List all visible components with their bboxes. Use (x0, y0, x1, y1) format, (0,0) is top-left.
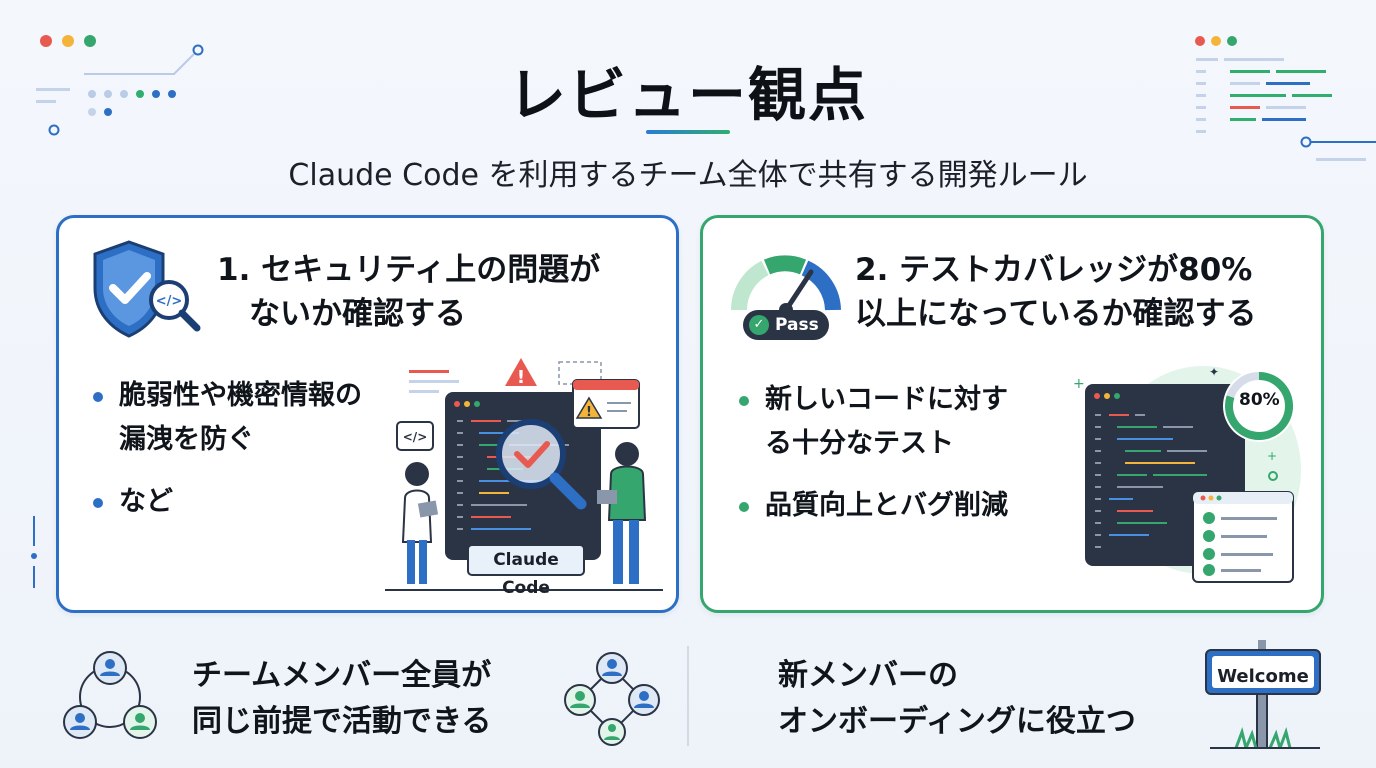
security-heading-line2: ないか確認する (249, 296, 466, 332)
window-dots-decoration-left (36, 35, 204, 136)
svg-text:+: + (1267, 449, 1277, 463)
footer-right-line2: オンボーディングに役立つ (778, 704, 1136, 739)
left-edge-decoration (31, 516, 37, 588)
coverage-heading-line1: 2. テストカバレッジが80% (855, 252, 1253, 288)
footer-divider (687, 646, 689, 746)
footer-left-line1: チームメンバー全員が (192, 658, 492, 693)
gauge-icon (731, 255, 841, 317)
bullet-dot (739, 502, 749, 512)
security-bullet-1: 脆弱性や機密情報の (119, 380, 362, 411)
page-title: レビュー観点 (507, 61, 868, 129)
security-card: </> 1. セキュリティ上の問題が ないか確認する 脆弱性や機密情報の 漏洩を… (56, 215, 679, 613)
people-network-icon (564, 652, 660, 746)
code-review-illustration: ! </> ! (385, 358, 663, 591)
svg-text:</>: </> (156, 294, 183, 309)
welcome-sign-label: Welcome (1217, 666, 1309, 687)
pass-badge: ✓ Pass (743, 310, 829, 340)
title-underline (646, 130, 730, 134)
security-bullet-1-cont: 漏洩を防ぐ (119, 424, 254, 455)
svg-text:!: ! (586, 405, 592, 420)
footer-left-line2: 同じ前提で活動できる (192, 704, 492, 739)
coverage-bullet-2: 品質向上とバグ削減 (765, 490, 1008, 521)
security-heading-line1: 1. セキュリティ上の問題が (217, 252, 601, 288)
team-network-icon (63, 651, 157, 739)
svg-text:✦: ✦ (1209, 365, 1219, 379)
code-lines-decoration-right (1195, 36, 1376, 161)
svg-text:</>: </> (403, 430, 428, 444)
bullet-dot (739, 396, 749, 406)
welcome-sign-icon (1205, 640, 1321, 749)
coverage-card: ✓ Pass 2. テストカバレッジが80% 以上になっているか確認する 新しい… (700, 215, 1324, 613)
shield-check-icon: </> (93, 240, 201, 338)
check-icon: ✓ (749, 315, 769, 335)
test-coverage-illustration: + ✦ + (1073, 365, 1301, 583)
svg-text:+: + (1073, 376, 1085, 392)
coverage-heading-line2: 以上になっているか確認する (855, 296, 1257, 332)
coverage-bullet-1-cont: る十分なテスト (765, 428, 954, 459)
claude-code-label: Claude Code (467, 544, 585, 598)
coverage-bullet-1: 新しいコードに対す (765, 384, 1008, 415)
coverage-percent-badge: 80% (1239, 390, 1280, 410)
footer-right-line1: 新メンバーの (778, 658, 958, 693)
pass-label: Pass (775, 315, 819, 335)
bullet-dot (93, 498, 103, 508)
security-bullet-2: など (119, 486, 173, 517)
svg-text:!: ! (517, 367, 525, 388)
bullet-dot (93, 392, 103, 402)
page-subtitle: Claude Code を利用するチーム全体で共有する開発ルール (288, 158, 1088, 193)
